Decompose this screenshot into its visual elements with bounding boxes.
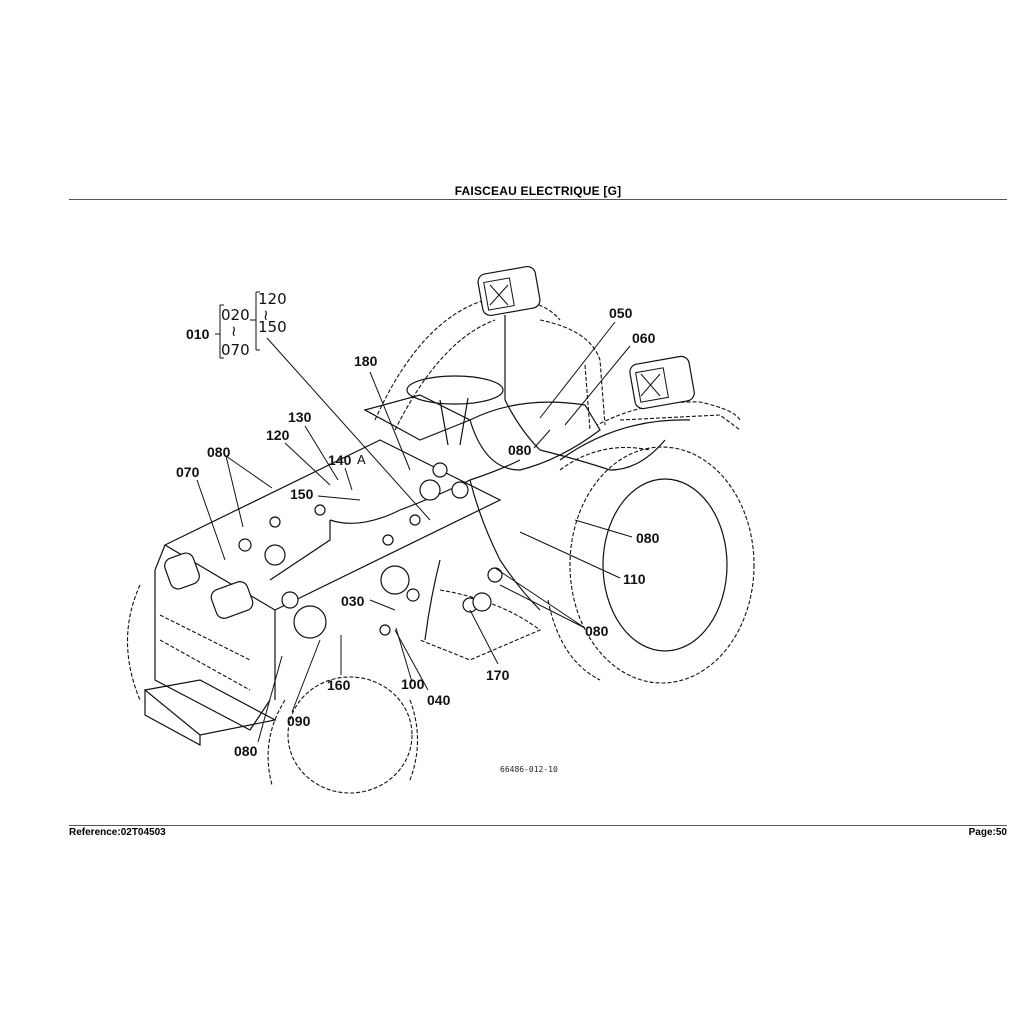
callout-160: 170 bbox=[486, 667, 510, 683]
marker-a: A bbox=[357, 452, 366, 467]
callout-070: 070 bbox=[176, 464, 200, 480]
callout-140: 140 bbox=[328, 452, 352, 468]
callout-080-right: 080 bbox=[636, 530, 660, 546]
callout-040: 100 bbox=[401, 676, 425, 692]
rear-right-lamp bbox=[629, 355, 695, 410]
callout-100: 160 bbox=[327, 677, 351, 693]
callout-070-group: 070 bbox=[221, 341, 250, 359]
callout-030: 040 bbox=[427, 692, 451, 708]
callout-090: 090 bbox=[287, 713, 311, 729]
callout-060: 060 bbox=[632, 330, 656, 346]
page-number: Page:50 bbox=[968, 827, 1007, 838]
callout-080-seat: 080 bbox=[508, 442, 532, 458]
range-tilde-2: ≀ bbox=[263, 306, 269, 324]
callout-020: 020 bbox=[221, 306, 250, 324]
callout-120-group: 120 bbox=[258, 290, 287, 308]
header-rule bbox=[69, 199, 1007, 200]
drawing-code: 66486-012-10 bbox=[500, 765, 558, 774]
callout-labels: 180 050 060 130 120 140 080 150 070 080 … bbox=[176, 305, 660, 759]
callout-080-bottom: 080 bbox=[234, 743, 258, 759]
rear-left-lamp bbox=[477, 265, 541, 400]
part-group-key: 010 020 ≀ 070 120 ≀ 150 bbox=[186, 290, 287, 359]
leader-lines bbox=[196, 291, 633, 743]
tractor-illustration bbox=[126, 265, 755, 794]
range-tilde: ≀ bbox=[231, 322, 237, 340]
callout-120: 120 bbox=[266, 427, 290, 443]
page-title: FAISCEAU ELECTRIQUE [G] bbox=[454, 184, 622, 198]
callout-170: 080 bbox=[585, 623, 609, 639]
callout-150-group: 150 bbox=[258, 318, 287, 336]
callout-110: 110 bbox=[623, 571, 646, 587]
callout-050: 050 bbox=[609, 305, 633, 321]
callout-180: 180 bbox=[354, 353, 378, 369]
footer-rule bbox=[69, 825, 1007, 826]
callout-010: 010 bbox=[186, 326, 210, 342]
callout-080-top: 080 bbox=[207, 444, 231, 460]
callout-080-center: 030 bbox=[341, 593, 365, 609]
callout-150: 150 bbox=[290, 486, 314, 502]
callout-130: 130 bbox=[288, 409, 312, 425]
reference-number: Reference:02T04503 bbox=[69, 827, 166, 838]
